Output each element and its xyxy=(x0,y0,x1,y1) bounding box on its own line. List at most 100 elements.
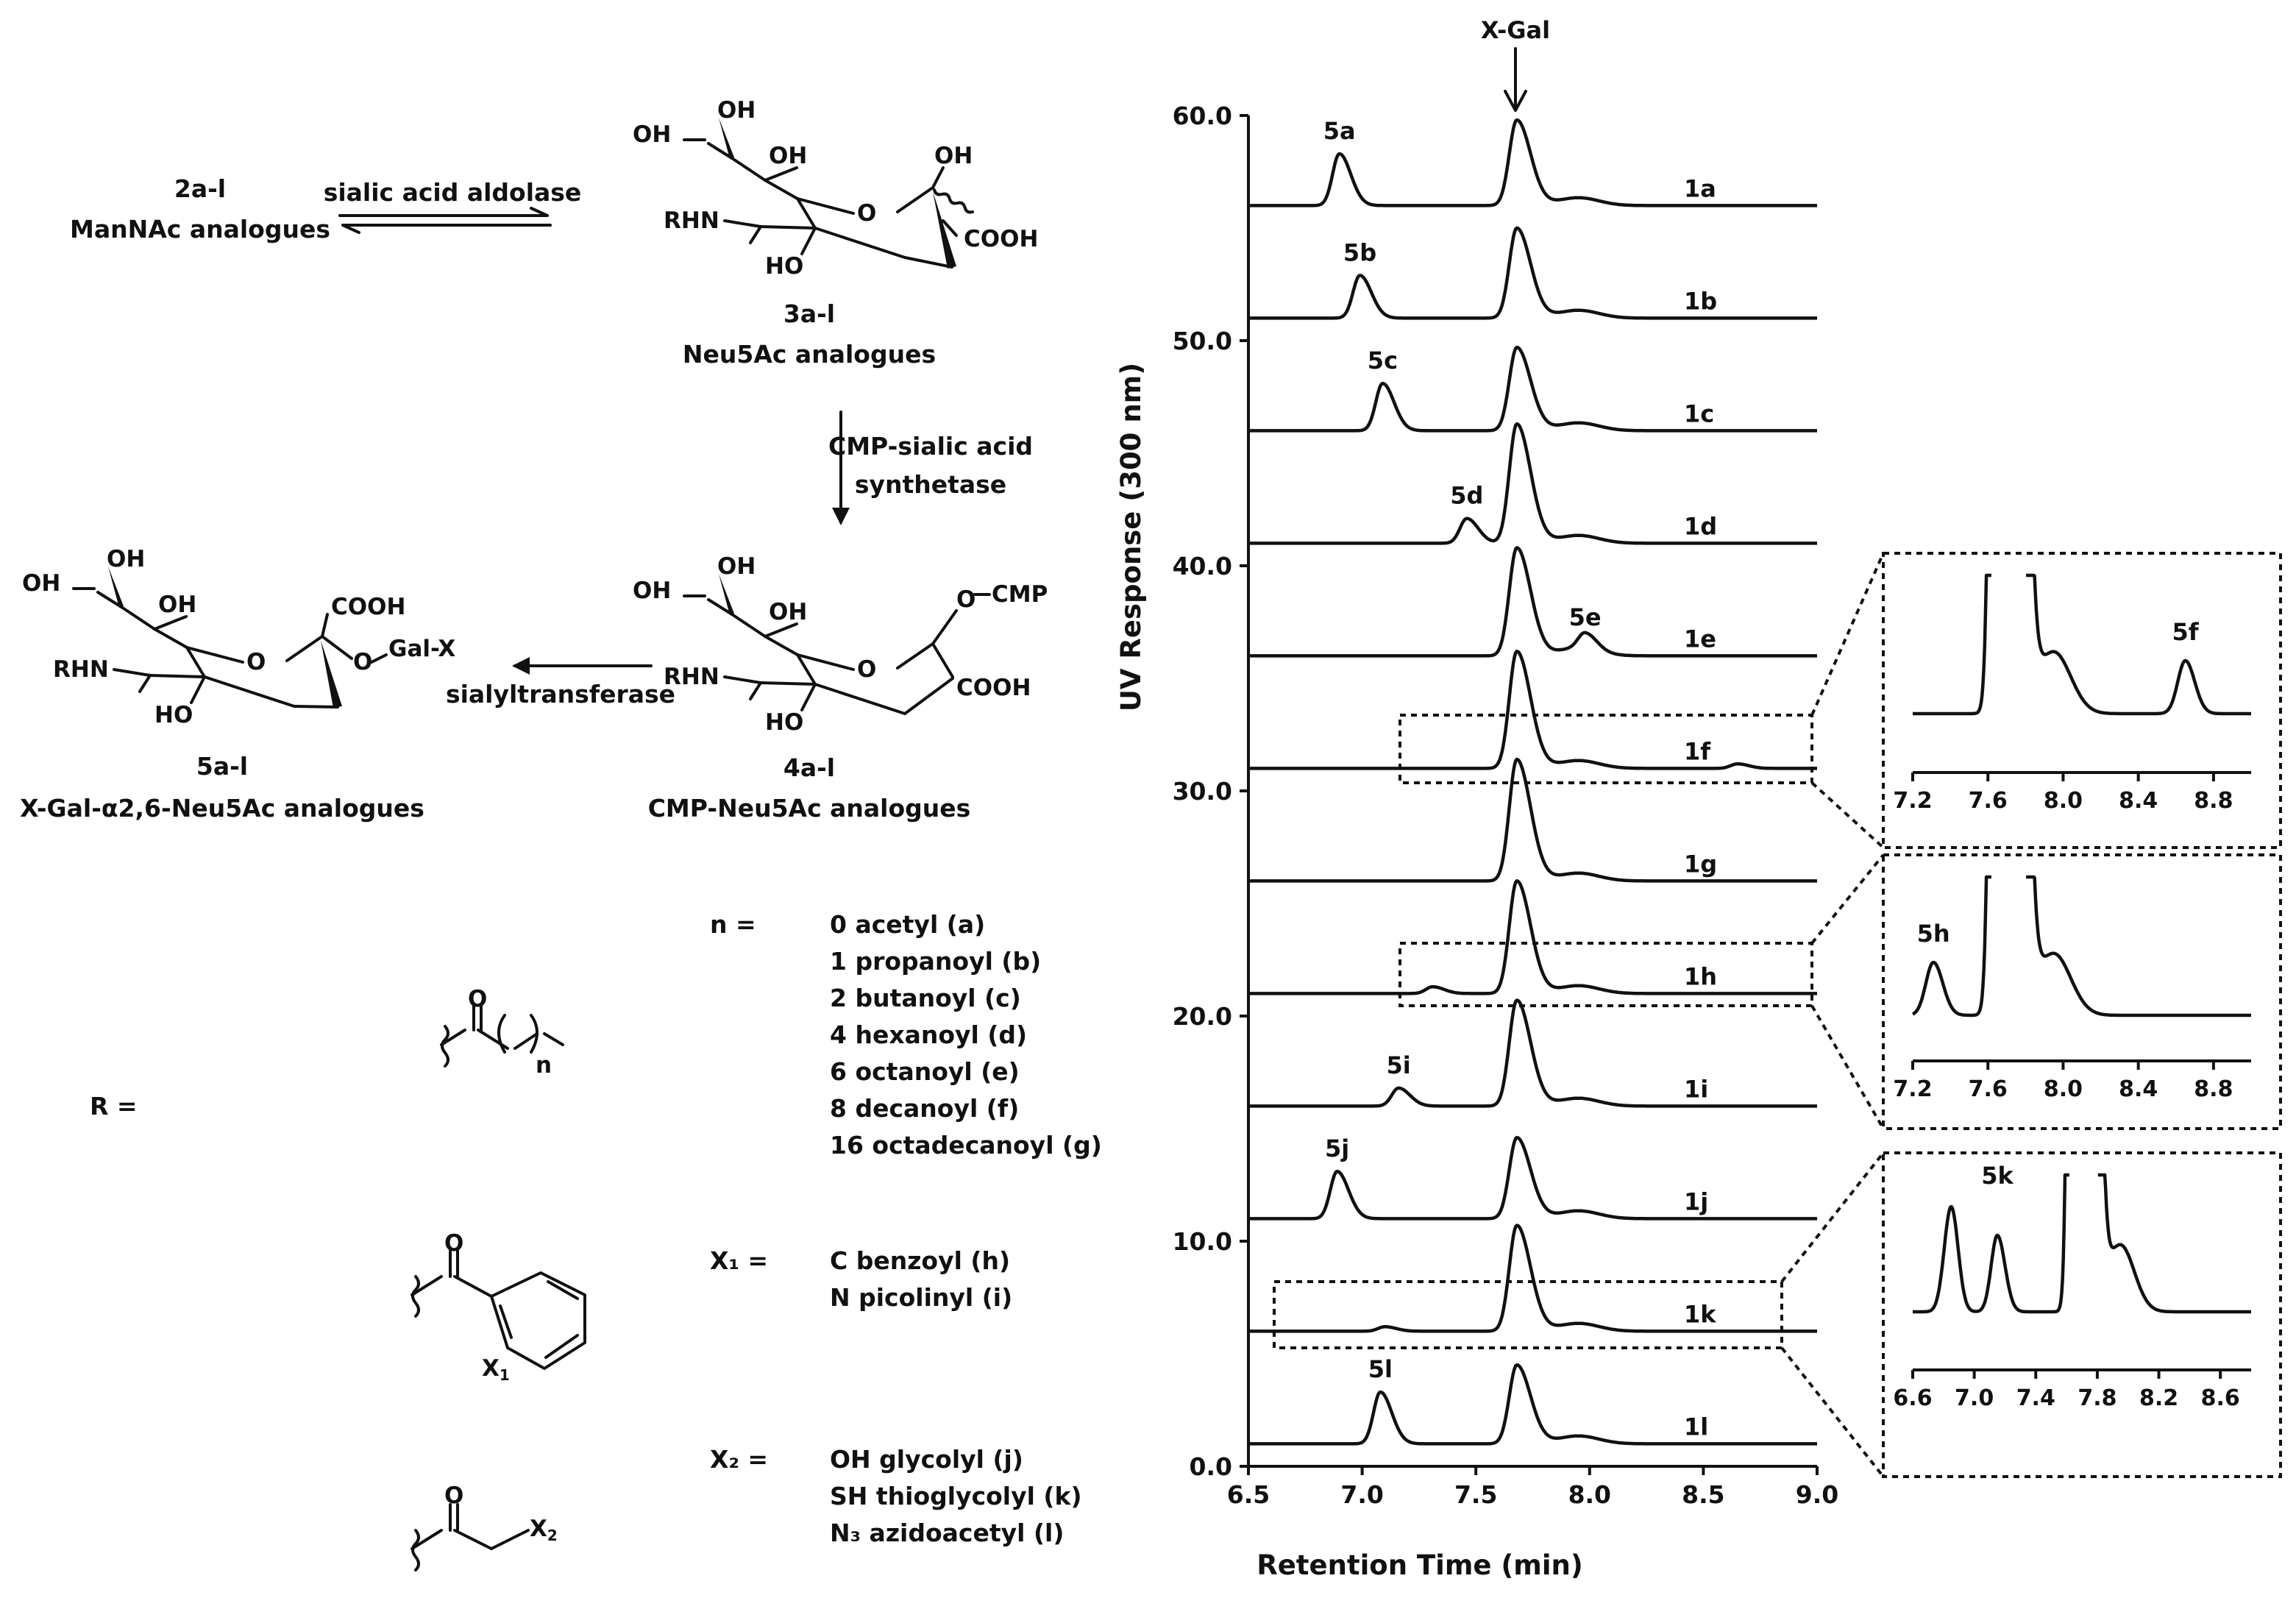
x-axis-label: Retention Time (min) xyxy=(1257,1549,1583,1581)
trace-1a xyxy=(1248,118,1818,207)
n-item: 16 octadecanoyl (g) xyxy=(830,1131,1102,1160)
main-traces xyxy=(1248,118,1818,1446)
x2-x: X2 xyxy=(530,1516,558,1544)
aryl-o: O xyxy=(444,1230,463,1257)
trace-1k xyxy=(1248,1224,1818,1333)
inset-frame xyxy=(1882,552,2282,849)
arrow-left xyxy=(512,657,653,675)
peak-label-5j: 5j xyxy=(1325,1134,1349,1162)
n-item: 2 butanoyl (c) xyxy=(830,984,1021,1012)
inset-tick-label: 8.0 xyxy=(2044,1076,2083,1102)
inset-trace-right xyxy=(2097,1173,2253,1314)
peak-label-5c: 5c xyxy=(1368,347,1398,374)
x-tick-label: 7.5 xyxy=(1454,1480,1497,1509)
trace-label-1f: 1f xyxy=(1684,737,1711,765)
inset-tick-label: 7.2 xyxy=(1893,1076,1932,1102)
inset-trace-left xyxy=(1911,1173,2070,1314)
y-tick-label: 50.0 xyxy=(1173,327,1232,355)
peak-label-5d: 5d xyxy=(1450,482,1483,510)
y-tick-label: 20.0 xyxy=(1173,1002,1232,1031)
trace-label-1k: 1k xyxy=(1684,1300,1716,1328)
m4-oh-mid: OH xyxy=(769,599,807,625)
trace-label-1h: 1h xyxy=(1684,962,1717,990)
aryl-x1: X1 xyxy=(482,1355,510,1384)
reaction-scheme: 2a-l ManNAc analogues sialic acid aldola… xyxy=(20,97,1102,1572)
zoom-connector xyxy=(1810,853,1885,945)
enzyme-cmp-line2: synthetase xyxy=(855,470,1006,499)
y-tick-label: 60.0 xyxy=(1173,102,1232,130)
aryl-structure xyxy=(410,1249,586,1370)
trace-1f xyxy=(1248,649,1818,770)
x1-label: X₁ = xyxy=(710,1246,768,1275)
reactant-2-id: 2a-l xyxy=(174,174,226,203)
peak-label-5l: 5l xyxy=(1368,1355,1393,1383)
n-item: 1 propanoyl (b) xyxy=(830,947,1041,976)
m5-oh-top: OH xyxy=(107,546,145,572)
trace-1l xyxy=(1248,1363,1818,1446)
m3-oh-top: OH xyxy=(717,97,756,124)
m5-ho: HO xyxy=(154,702,193,728)
m3-rhn: RHN xyxy=(664,207,719,234)
y-tick-label: 10.0 xyxy=(1173,1227,1232,1256)
inset-trace-left xyxy=(1911,875,1993,1018)
inset-peak-label-5h: 5h xyxy=(1917,920,1950,948)
trace-1g xyxy=(1248,757,1818,883)
trace-label-1l: 1l xyxy=(1684,1413,1708,1441)
peak-label-5e: 5e xyxy=(1569,603,1602,631)
product-3-name: Neu5Ac analogues xyxy=(683,340,936,369)
inset-frame xyxy=(1882,853,2282,1130)
n-item: 8 decanoyl (f) xyxy=(830,1094,1019,1123)
x2-item: OH glycolyl (j) xyxy=(830,1445,1023,1474)
inset-trace-left xyxy=(1911,573,1993,716)
m5-glyco-o: O xyxy=(353,649,372,675)
inset-peak-label-5k: 5k xyxy=(1981,1162,2014,1190)
x2-item: SH thioglycolyl (k) xyxy=(830,1482,1082,1510)
zoom-box-1h xyxy=(1398,942,1813,1007)
x1-item: C benzoyl (h) xyxy=(830,1246,1010,1275)
trace-label-1g: 1g xyxy=(1684,850,1717,878)
equilibrium-arrow xyxy=(338,207,552,234)
trace-1h xyxy=(1248,879,1818,995)
m4-rhn: RHN xyxy=(664,664,719,690)
zoom-connector xyxy=(1810,781,1885,849)
m3-oh-left: OH xyxy=(633,121,671,148)
trace-label-1d: 1d xyxy=(1684,512,1717,540)
x-tick-label: 9.0 xyxy=(1796,1480,1838,1509)
inset-tick-label: 6.6 xyxy=(1893,1385,1932,1411)
n-item: 6 octanoyl (e) xyxy=(830,1057,1020,1086)
trace-label-1j: 1j xyxy=(1684,1187,1708,1215)
peak-label-5i: 5i xyxy=(1386,1051,1410,1079)
m5-cooh: COOH xyxy=(331,594,405,620)
zoom-box-1k xyxy=(1273,1280,1783,1349)
inset-tick-label: 8.4 xyxy=(2119,1076,2158,1102)
inset-tick-label: 8.2 xyxy=(2139,1385,2178,1411)
inset-frame xyxy=(1882,1151,2282,1478)
inset-tick-label: 7.6 xyxy=(1969,1076,2008,1102)
trace-1e xyxy=(1248,546,1818,658)
x2-item: N₃ azidoacetyl (l) xyxy=(830,1519,1064,1547)
m4-oh-left: OH xyxy=(633,578,671,604)
molecule-3-structure xyxy=(683,118,974,269)
r-label: R = xyxy=(90,1092,138,1121)
trace-1d xyxy=(1248,422,1818,545)
molecule-5-structure xyxy=(72,567,388,709)
m3-oh-mid: OH xyxy=(769,143,807,169)
m4-ho: HO xyxy=(765,709,803,736)
inset-tick-label: 7.0 xyxy=(1955,1385,1994,1411)
trace-1b xyxy=(1248,226,1818,320)
x2-label: X₂ = xyxy=(710,1445,768,1474)
m5-galx: Gal-X xyxy=(388,636,455,662)
product-5-name: X-Gal-α2,6-Neu5Ac analogues xyxy=(20,794,424,823)
product-4-id: 4a-l xyxy=(783,753,835,782)
xgal-annotation: X-Gal xyxy=(1481,16,1550,44)
m3-cooh: COOH xyxy=(964,226,1038,252)
trace-1i xyxy=(1248,998,1818,1108)
arrow-down xyxy=(832,411,850,525)
trace-label-1a: 1a xyxy=(1684,174,1716,202)
enzyme-cmp-line1: CMP-sialic acid xyxy=(828,432,1033,461)
molecule-4-structure xyxy=(683,574,991,715)
x2-items: OH glycolyl (j) SH thioglycolyl (k) N₃ a… xyxy=(830,1445,1082,1547)
